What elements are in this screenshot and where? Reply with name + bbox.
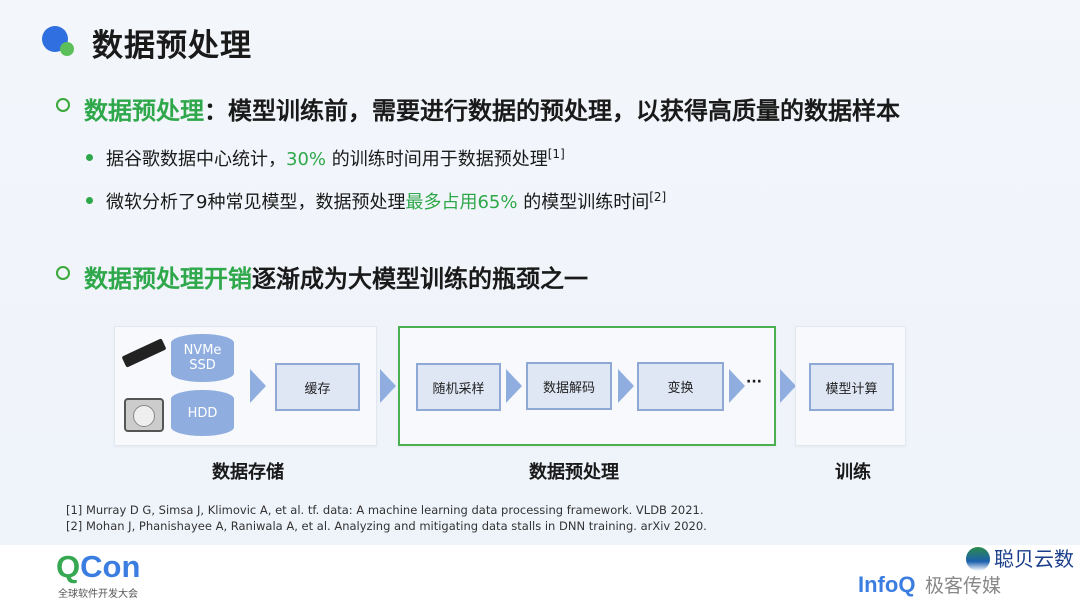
preprocess-label: 数据预处理	[529, 462, 619, 483]
arrow-icon	[506, 369, 522, 403]
sub-bullet-dot-icon	[86, 154, 93, 161]
training-label: 训练	[835, 462, 871, 483]
text: 的模型训练时间	[517, 192, 650, 213]
watermark-logo-icon	[966, 547, 990, 571]
bullet-ring-icon	[56, 266, 70, 280]
bullet-1: 数据预处理：模型训练前，需要进行数据的预处理，以获得高质量的数据样本	[84, 91, 900, 126]
text: 的训练时间用于数据预处理	[326, 149, 548, 170]
sub-bullet-2: 微软分析了9种常见模型，数据预处理最多占用65% 的模型训练时间[2]	[106, 188, 666, 214]
text: 微软分析了9种常见模型，数据预处理	[106, 192, 406, 213]
storage-label: 数据存储	[212, 462, 284, 483]
arrow-icon	[729, 369, 745, 403]
ellipsis: ···	[746, 374, 762, 390]
citation: [1]	[547, 147, 565, 161]
highlight: 30%	[286, 149, 327, 170]
bullet-1-highlight: 数据预处理	[84, 97, 204, 125]
hdd-cylinder: HDD	[171, 390, 234, 436]
text: 据谷歌数据中心统计，	[106, 149, 286, 170]
watermark-text: 聪贝云数	[994, 547, 1074, 571]
cache-box: 缓存	[275, 363, 360, 411]
bullet-2-highlight: 数据预处理开销	[84, 265, 252, 293]
arrow-icon	[780, 369, 796, 403]
data-decoding-box: 数据解码	[526, 362, 612, 410]
bullet-2: 数据预处理开销逐渐成为大模型训练的瓶颈之一	[84, 259, 588, 294]
nvme-ssd-cylinder: NVMe SSD	[171, 334, 234, 382]
citation: [2]	[649, 190, 667, 204]
bullet-1-text: ：模型训练前，需要进行数据的预处理，以获得高质量的数据样本	[204, 97, 900, 125]
infoq-logo: InfoQ	[858, 572, 916, 597]
random-sampling-box: 随机采样	[416, 363, 501, 411]
sub-bullet-dot-icon	[86, 197, 93, 204]
arrow-icon	[618, 369, 634, 403]
bullet-ring-icon	[56, 98, 70, 112]
model-compute-box: 模型计算	[809, 363, 894, 411]
bullet-2-text: 逐渐成为大模型训练的瓶颈之一	[252, 265, 588, 293]
arrow-icon	[250, 369, 266, 403]
title-logo-dot-icon	[60, 42, 74, 56]
infoq-subtitle: 极客传媒	[925, 575, 1002, 597]
transform-box: 变换	[637, 362, 724, 411]
arrow-icon	[380, 369, 396, 403]
qcon-logo: QCon	[56, 549, 141, 584]
qcon-subtitle: 全球软件开发大会	[58, 589, 138, 600]
highlight: 最多占用65%	[405, 192, 518, 213]
hdd-drive-icon	[124, 398, 164, 432]
page-title: 数据预处理	[92, 28, 252, 64]
sub-bullet-1: 据谷歌数据中心统计，30% 的训练时间用于数据预处理[1]	[106, 145, 565, 171]
reference-1: [1] Murray D G, Simsa J, Klimovic A, et …	[66, 503, 704, 517]
reference-2: [2] Mohan J, Phanishayee A, Raniwala A, …	[66, 519, 707, 533]
footer	[0, 545, 1080, 608]
